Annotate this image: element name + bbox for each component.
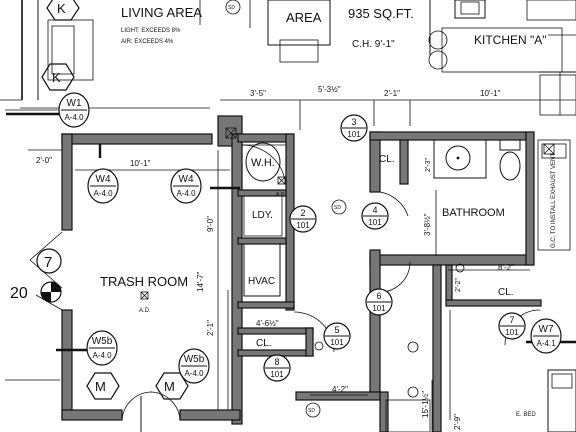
closet-lower-label: CL. — [256, 338, 272, 349]
window-tag-id: W5b — [184, 354, 205, 365]
room-labels: LIVING AREA LIGHT: EXCEEDS 8% AIR: EXCEE… — [100, 5, 557, 418]
hvac-label: HVAC — [248, 276, 275, 287]
water-heater-label: W.H. — [251, 157, 275, 169]
window-tag-id: W4 — [96, 174, 111, 185]
living-area-label: LIVING AREA — [121, 5, 202, 20]
window-tag-ref: A-4.0 — [184, 369, 204, 378]
living-light-note: LIGHT: EXCEEDS 8% — [121, 28, 181, 34]
window-tag: W4A-4.0 — [87, 168, 119, 204]
dim-8-2: 8'-2" — [498, 263, 514, 272]
top-area — [21, 0, 576, 116]
tag-k2: K — [52, 70, 61, 85]
window-tag-ref: A-4.1 — [536, 339, 556, 348]
door-tag-number: 7 — [509, 315, 514, 325]
laundry-label: LDY. — [252, 210, 273, 221]
dim-3-8: 3'-8½" — [423, 213, 432, 236]
door-tag-number: 4 — [372, 205, 377, 215]
grid-markers: 7 — [36, 248, 62, 303]
dim-10-1-top: 10'-1" — [480, 89, 501, 98]
smoke-detector-low: SD — [308, 408, 315, 414]
trash-ad-label: A.D. — [139, 308, 151, 314]
ceiling-height-label: C.H. 9'-1" — [352, 39, 395, 50]
dim-2-3: 2'-3" — [425, 158, 432, 172]
door-tag-number: 3 — [351, 117, 356, 127]
tag-m1: M — [95, 379, 106, 394]
window-tag: W4A-4.0 — [170, 168, 202, 204]
window-tag-id: W1 — [67, 98, 82, 109]
bathroom-label: BATHROOM — [442, 207, 505, 219]
smoke-detector-mid: SD — [334, 205, 341, 211]
dim-4-6: 4'-6½" — [256, 319, 279, 328]
fixtures — [243, 139, 576, 432]
dim-2-1-side: 2'-1" — [206, 320, 215, 336]
exhaust-note: G.C. TO INSTALL EXHAUST VENT — [551, 153, 557, 248]
dim-2-1-top: 2'-1" — [384, 89, 400, 98]
door-tag-ref: 101 — [270, 370, 284, 379]
tag-k1: K — [57, 1, 66, 16]
door-tag-number: 8 — [274, 357, 279, 367]
closet-upper-label: CL. — [379, 154, 395, 165]
door-tag-number: 2 — [300, 208, 305, 218]
dining-area-label: AREA — [286, 10, 322, 25]
tag-m2: M — [164, 379, 175, 394]
door-tag-ref: 101 — [347, 130, 361, 139]
grid-bubble-7: 7 — [44, 254, 52, 271]
window-tag-ref: A-4.0 — [176, 189, 196, 198]
window-tag-ref: A-4.0 — [93, 189, 113, 198]
door-tag-ref: 101 — [330, 338, 344, 347]
dim-20: 20 — [10, 285, 28, 302]
living-air-note: AIR: EXCEEDS 4% — [121, 39, 174, 45]
dim-2-2: 2'-2" — [455, 278, 462, 292]
door-tag-number: 5 — [334, 325, 339, 335]
window-tag: W7A-4.1 — [530, 318, 562, 354]
dim-15-1: 15'-1½" — [421, 391, 430, 418]
window-tag-ref: A-4.0 — [92, 351, 112, 360]
area-sqft-label: 935 SQ.FT. — [348, 6, 414, 21]
dim-5-3: 5'-3½" — [318, 85, 341, 94]
window-tag: W1A-4.0 — [58, 92, 90, 128]
dim-2-9: 2'-9" — [453, 414, 462, 430]
hex-tags: K K M M — [41, 0, 189, 400]
window-tag-id: W5b — [92, 336, 113, 347]
door-tag-ref: 101 — [372, 304, 386, 313]
dim-9-0: 9'-0" — [206, 216, 215, 232]
smoke-detector-top: SD — [228, 5, 235, 11]
dim-4-2: 4'-2" — [332, 385, 348, 394]
window-tag-id: W4 — [179, 174, 194, 185]
door-tag-number: 6 — [376, 291, 381, 301]
kitchen-label: KITCHEN "A" — [474, 33, 547, 47]
smoke-detectors: SD SD SD — [225, 0, 347, 418]
trash-room-label: TRASH ROOM — [100, 274, 188, 289]
dim-10-1: 10'-1" — [130, 159, 151, 168]
window-tag-ref: A-4.0 — [64, 113, 84, 122]
dimension-labels: 3'-5" 5'-3½" 2'-1" 10'-1" 2'-0" 10'-1" 9… — [10, 85, 514, 430]
wh-ad-label: A.D. — [276, 192, 286, 198]
dim-3-5: 3'-5" — [250, 89, 266, 98]
dim-2-0: 2'-0" — [36, 156, 52, 165]
dim-14-7: 14'-7" — [196, 271, 205, 292]
door-tag-ref: 101 — [505, 328, 519, 337]
closet-right-label: CL. — [498, 287, 514, 298]
window-tag-id: W7 — [539, 324, 554, 335]
small-marks — [6, 112, 576, 432]
door-tag-ref: 101 — [296, 221, 310, 230]
bed-label: E. BED — [516, 412, 536, 418]
door-tag-ref: 101 — [368, 218, 382, 227]
